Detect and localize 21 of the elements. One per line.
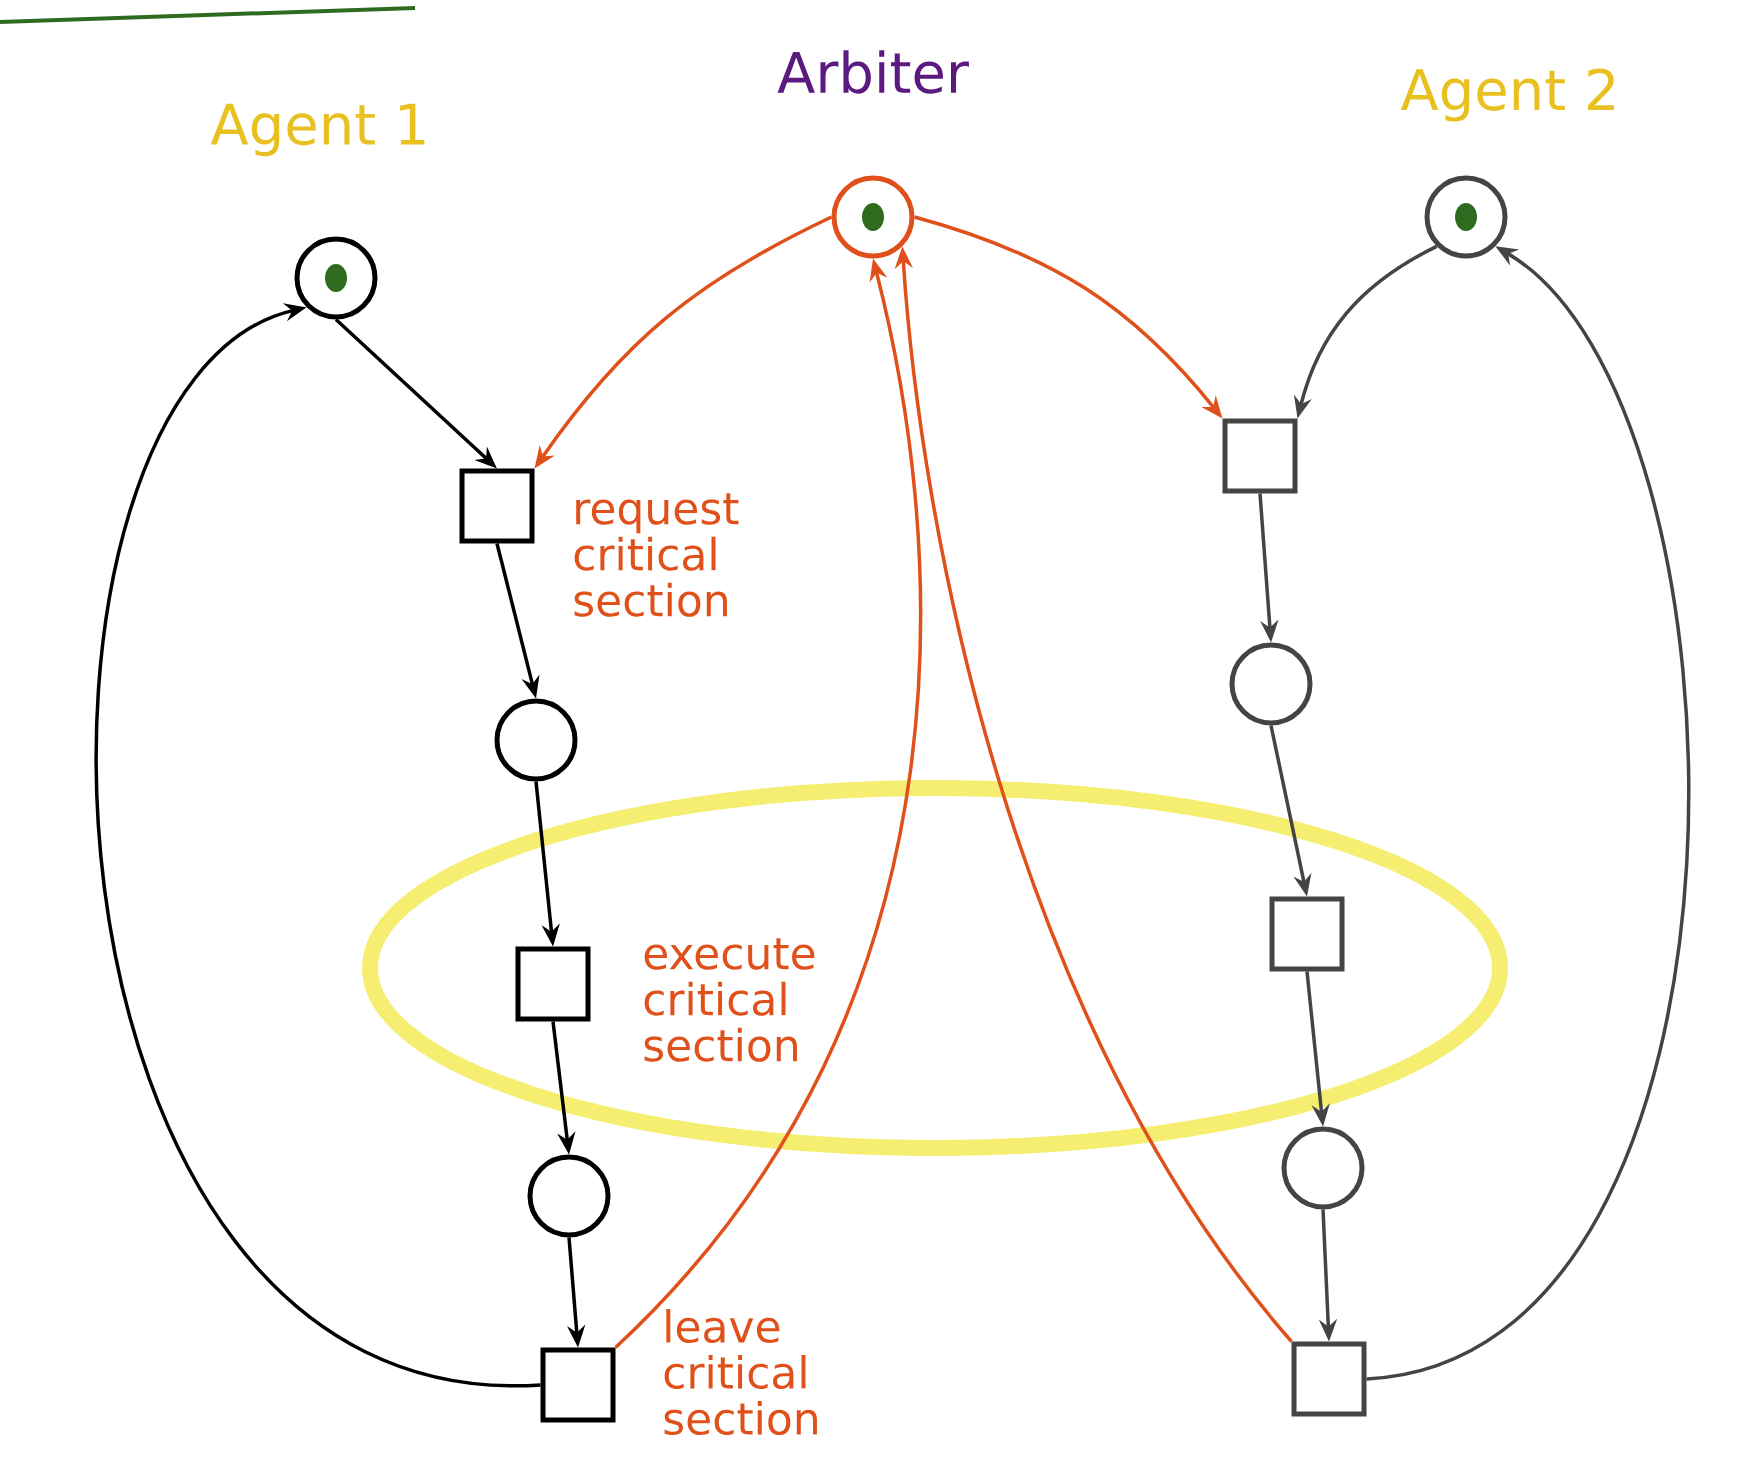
transition-box xyxy=(1291,1341,1367,1417)
title-label: Arbiter xyxy=(777,50,969,94)
transition-box xyxy=(1222,418,1298,494)
place-circle xyxy=(527,1154,611,1238)
transition-label: execute critical section xyxy=(644,938,815,1062)
place-circle xyxy=(1281,1126,1365,1210)
title-label: Agent 1 xyxy=(210,103,425,157)
place-circle xyxy=(831,175,915,259)
place-circle xyxy=(1229,642,1313,726)
place-circle xyxy=(1424,175,1508,259)
title-label: Agent 2 xyxy=(1400,68,1614,122)
transition-box xyxy=(540,1347,616,1423)
transition-label: request critical section xyxy=(574,493,739,617)
transition-box xyxy=(1269,896,1345,972)
transition-box xyxy=(515,946,591,1022)
arrow xyxy=(1366,246,1690,1381)
transition-label: leave critical section xyxy=(664,1309,817,1436)
transition-box xyxy=(459,468,535,544)
place-circle xyxy=(494,698,578,782)
place-circle xyxy=(294,236,378,320)
arrow xyxy=(94,303,541,1387)
